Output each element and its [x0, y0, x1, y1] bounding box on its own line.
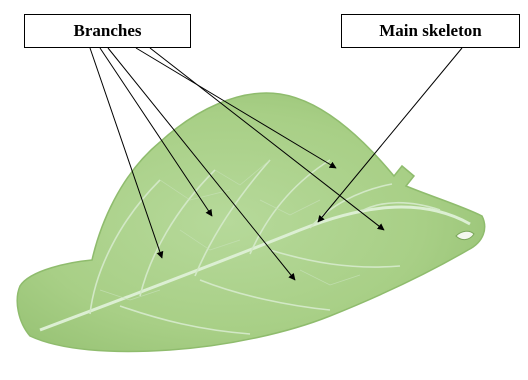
- main-skeleton-label: Main skeleton: [341, 14, 520, 48]
- branches-label: Branches: [24, 14, 191, 48]
